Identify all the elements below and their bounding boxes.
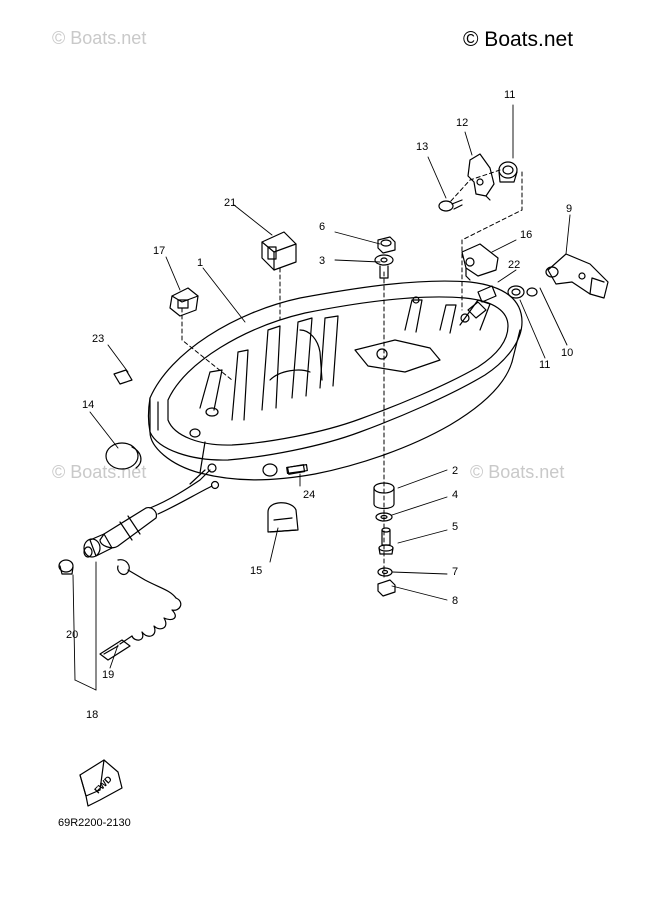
callout-22: 22 (508, 259, 520, 271)
grommet-11-top-drawing (498, 161, 518, 183)
callout-18: 18 (86, 709, 98, 721)
callout-17: 17 (153, 245, 165, 257)
grommet-21-drawing (261, 231, 297, 271)
clip-17-drawing (169, 287, 199, 317)
label-24-drawing (286, 464, 308, 474)
nut-6-drawing (377, 236, 396, 254)
callout-15: 15 (250, 565, 262, 577)
callout-1: 1 (197, 257, 203, 269)
watermark-top-right: © Boats.net (463, 28, 574, 51)
washer-10-drawing (526, 287, 538, 297)
plug-14-drawing (105, 442, 142, 470)
callout-23: 23 (92, 333, 104, 345)
callout-13: 13 (416, 141, 428, 153)
screw-13-drawing (438, 199, 463, 212)
boot-15-drawing (267, 502, 299, 533)
nut-8-drawing (377, 579, 396, 597)
fwd-arrow-drawing (79, 759, 123, 807)
callout-lines (72, 104, 571, 691)
callout-5: 5 (452, 521, 458, 533)
grommet-11-right-drawing (507, 285, 525, 299)
callout-3: 3 (319, 255, 325, 267)
callout-2: 2 (452, 465, 458, 477)
callout-20: 20 (66, 629, 78, 641)
callout-16: 16 (520, 229, 532, 241)
callout-10: 10 (561, 347, 573, 359)
bottom-cowling-drawing (147, 280, 523, 481)
callout-11a: 11 (504, 89, 515, 101)
watermark-mid-right: © Boats.net (470, 462, 565, 482)
callout-7: 7 (452, 566, 458, 578)
callout-14: 14 (82, 399, 94, 411)
label-23-drawing (113, 369, 133, 385)
spacer-22-drawing (467, 285, 497, 319)
callout-4: 4 (452, 489, 458, 501)
callout-19: 19 (102, 669, 114, 681)
mount-2-drawing (373, 482, 395, 510)
callout-8: 8 (452, 595, 458, 607)
callout-21: 21 (224, 197, 236, 209)
part-code: 69R2200-2130 (58, 817, 131, 829)
bracket-9-drawing (545, 253, 609, 299)
lever-16-drawing (461, 243, 499, 281)
watermark-mid-left: © Boats.net (52, 462, 147, 482)
leader-lines (181, 169, 523, 581)
callout-numbers: 1 2 3 4 5 6 7 8 9 10 11 11 12 13 14 15 1… (66, 89, 573, 721)
bracket-12-drawing (467, 153, 495, 201)
callout-12: 12 (456, 117, 468, 129)
callout-9: 9 (566, 203, 572, 215)
watermark-top-left: © Boats.net (52, 28, 147, 48)
callout-6: 6 (319, 221, 325, 233)
stop-switch-drawing (58, 463, 220, 661)
washer-3-drawing (374, 254, 394, 279)
bolt-5-drawing (378, 527, 394, 555)
washer-4-drawing (375, 512, 393, 522)
callout-11b: 11 (539, 359, 550, 371)
callout-24: 24 (303, 489, 315, 501)
washer-7-drawing (377, 567, 393, 577)
